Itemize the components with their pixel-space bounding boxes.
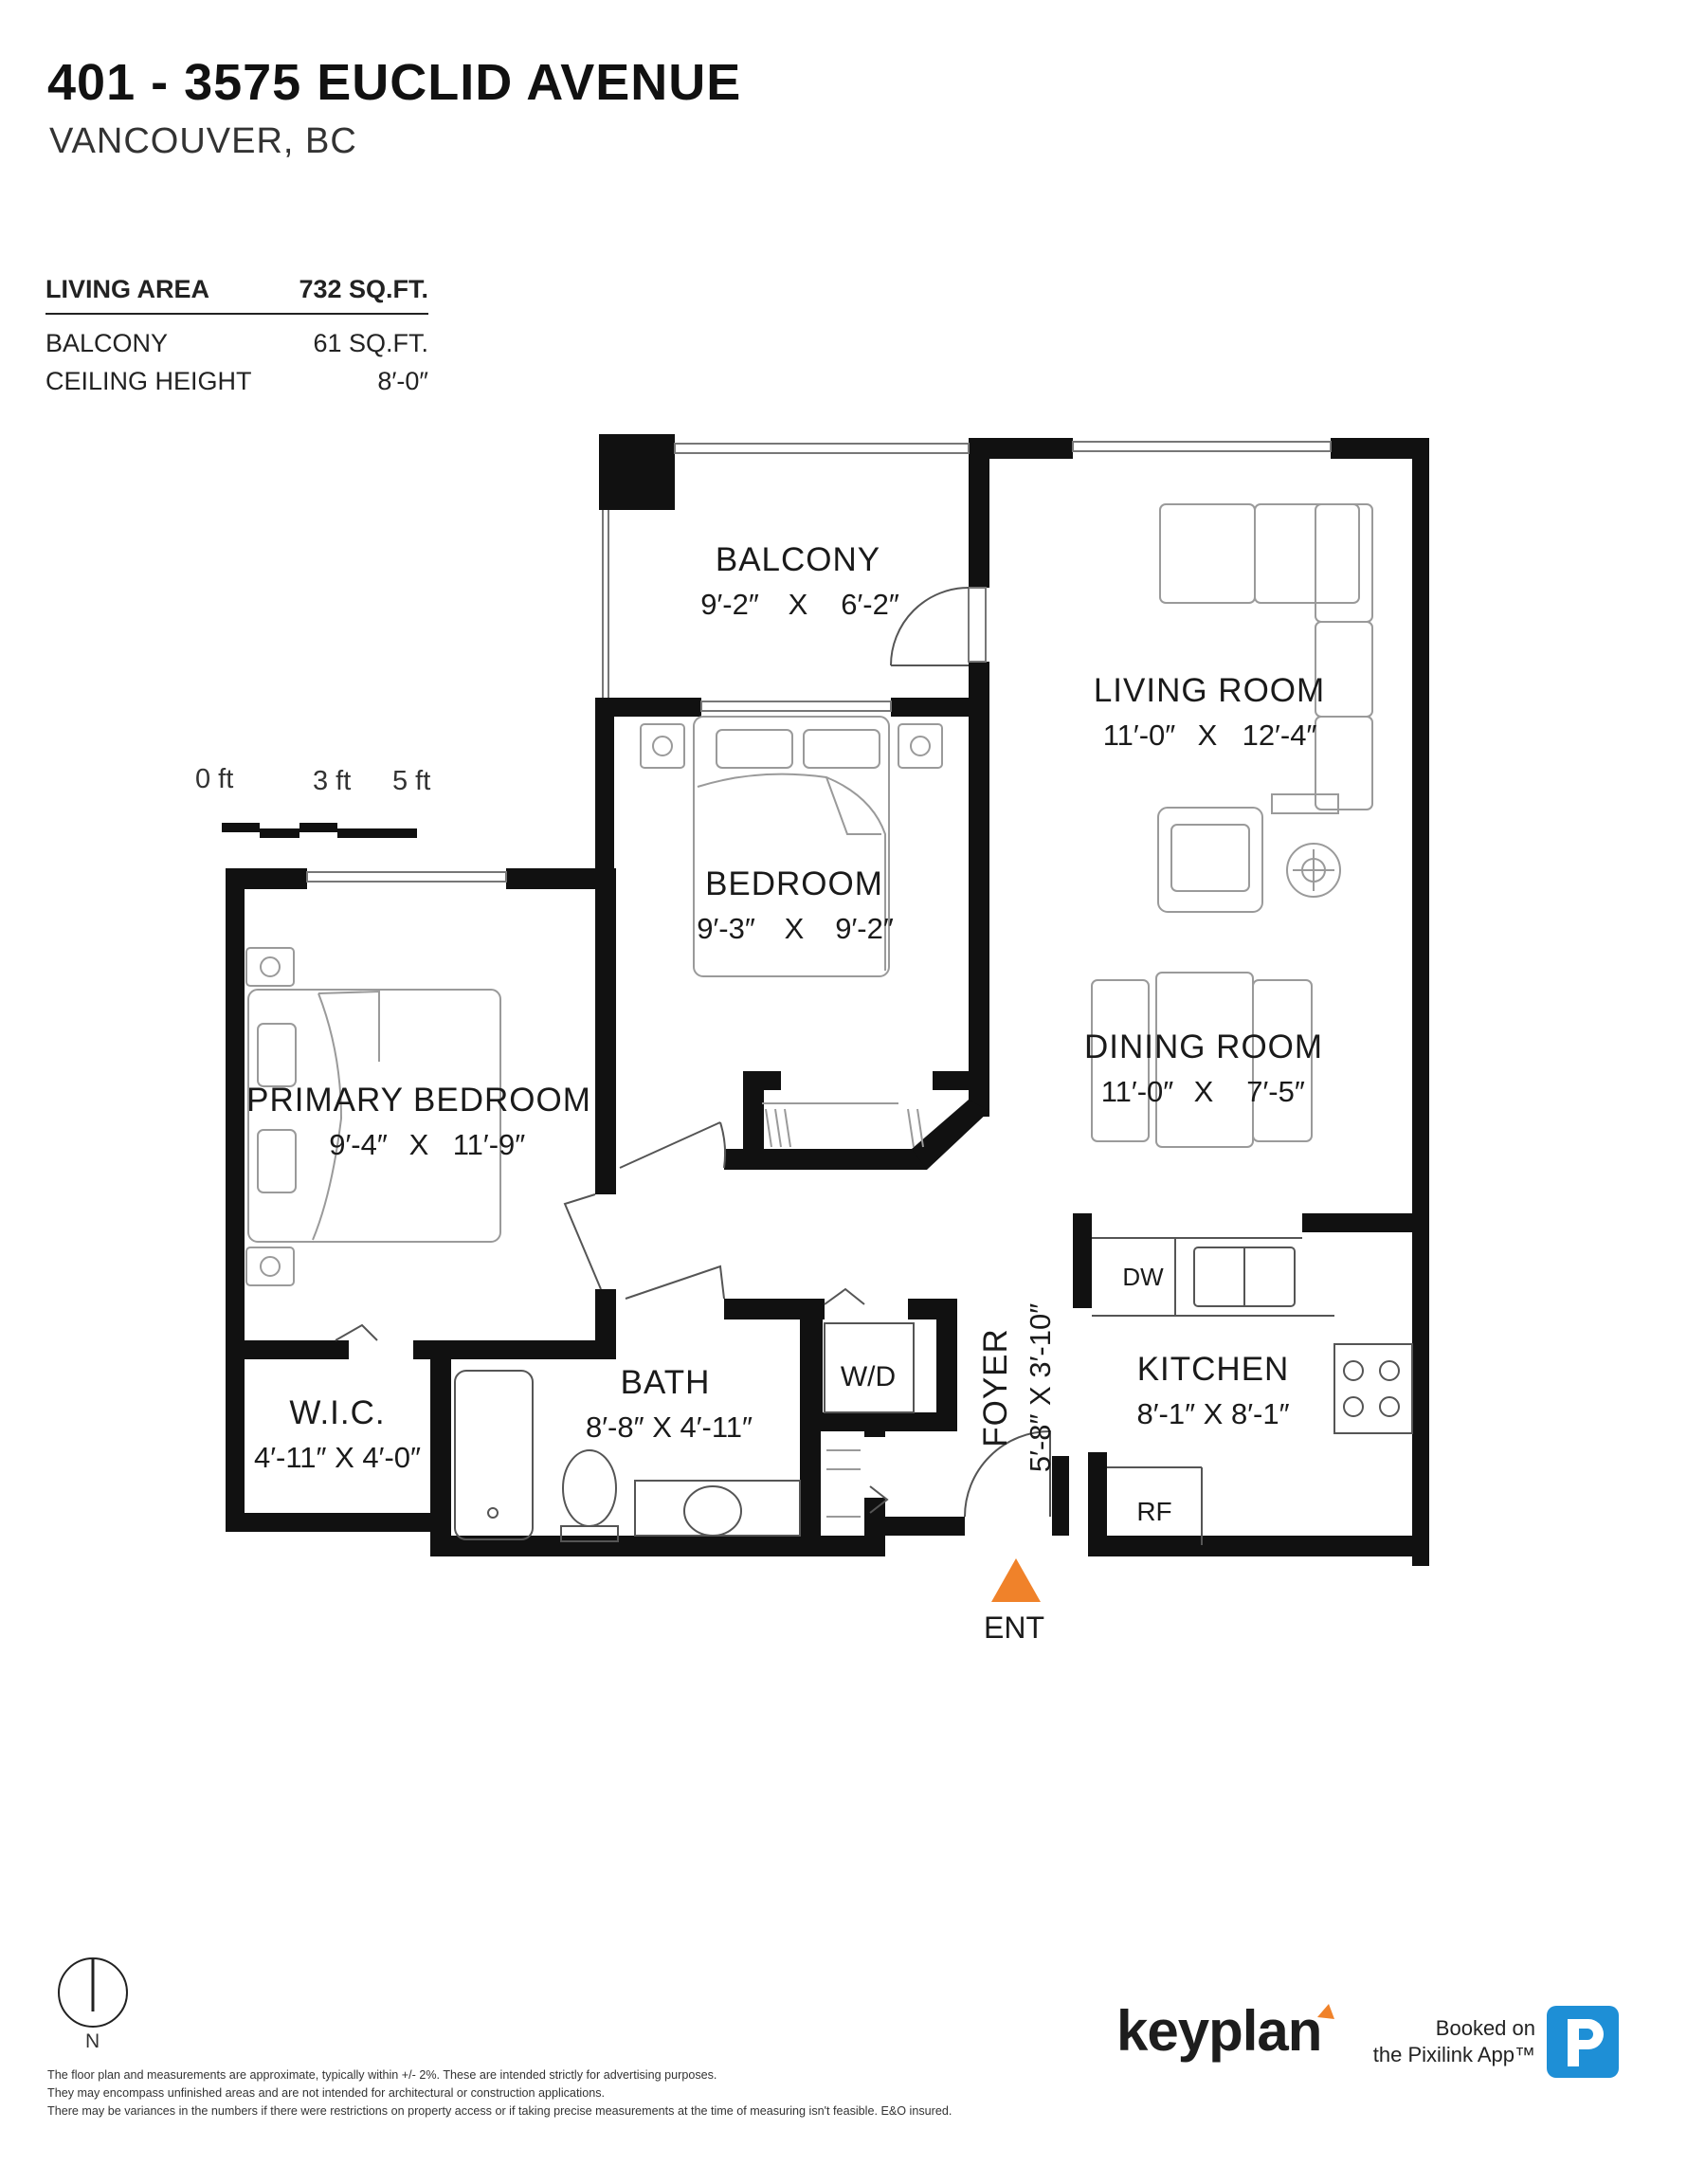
area-row-ceiling: CEILING HEIGHT 8′-0″ [45, 362, 428, 400]
dishwasher-label: DW [1122, 1263, 1164, 1291]
bath-dims: 8′-8″ X 4′-11″ [586, 1410, 753, 1444]
booked-line-2: the Pixilink App™ [1372, 2043, 1535, 2066]
bed-icon [640, 716, 943, 977]
disclaimer-line: They may encompass unfinished areas and … [47, 2086, 606, 2100]
listing-address: 401 - 3575 EUCLID AVENUE [47, 54, 742, 111]
coat-closet-icon [826, 1449, 861, 1518]
disclaimer: The floor plan and measurements are appr… [47, 2066, 1137, 2120]
living-room-width: 11′-0″ [1103, 719, 1176, 752]
doors [335, 587, 1051, 1518]
pixilink-app-icon[interactable] [1547, 2006, 1619, 2078]
wic-dims: 4′-11″ X 4′-0″ [254, 1441, 421, 1474]
ceiling-height-label: CEILING HEIGHT [45, 367, 252, 395]
closet-hangers-icon [762, 1102, 924, 1148]
armchair-icon [1157, 807, 1263, 913]
primary-bed-icon [245, 947, 501, 1286]
windows [306, 441, 1332, 883]
pixilink-booked-text: Booked on the Pixilink App™ [1346, 2015, 1535, 2068]
balcony-area-value: 61 SQ.FT. [313, 329, 428, 357]
kitchen-dims: 8′-1″ X 8′-1″ [1136, 1397, 1289, 1430]
washer-dryer-label: W/D [841, 1361, 896, 1392]
foyer-name: FOYER [977, 1328, 1014, 1447]
disclaimer-line: There may be variances in the numbers if… [47, 2104, 952, 2118]
scale-label-0: 0 ft [195, 764, 234, 794]
area-summary-table: LIVING AREA 732 SQ.FT. BALCONY 61 SQ.FT.… [45, 267, 428, 400]
wic-name: W.I.C. [289, 1394, 385, 1431]
dining-room-height: 7′-5″ [1246, 1075, 1305, 1108]
entrance-label: ENT [984, 1611, 1044, 1645]
primary-bedroom-name: PRIMARY BEDROOM [246, 1082, 591, 1119]
kitchen-name: KITCHEN [1137, 1351, 1290, 1388]
balcony-height: 6′-2″ [841, 588, 899, 621]
dining-room-x: X [1194, 1075, 1214, 1108]
balcony-width: 9′-2″ [700, 588, 759, 621]
entrance-marker-icon [991, 1558, 1041, 1602]
walls [226, 434, 1429, 1566]
balcony-name: BALCONY [716, 541, 880, 578]
fridge-label: RF [1136, 1497, 1171, 1526]
dining-table-icon [1091, 972, 1313, 1148]
dining-room-name: DINING ROOM [1084, 1028, 1323, 1065]
dining-room-width: 11′-0″ [1101, 1075, 1174, 1108]
area-row-balcony: BALCONY 61 SQ.FT. [45, 324, 428, 362]
keyplan-accent-icon [1317, 2004, 1334, 2019]
disclaimer-line: The floor plan and measurements are appr… [47, 2068, 717, 2082]
primary-bedroom-height: 11′-9″ [453, 1128, 526, 1161]
balcony-x: X [789, 588, 808, 621]
lamp-icon [1286, 843, 1341, 898]
washer-dryer-icon [824, 1322, 915, 1413]
north-arrow-icon [58, 1957, 128, 2028]
kitchen-counter-icon [1092, 1237, 1413, 1545]
bathtub-icon [454, 1370, 534, 1540]
primary-bedroom-x: X [409, 1128, 429, 1161]
listing-city: VANCOUVER, BC [49, 121, 357, 161]
ceiling-height-value: 8′-0″ [377, 367, 428, 395]
keyplan-logo: keyplan [1116, 1999, 1322, 2063]
stove-burners-icon [1343, 1360, 1400, 1417]
living-room-x: X [1198, 719, 1218, 752]
bedroom-name: BEDROOM [705, 865, 883, 902]
scale-bar-icon [222, 823, 417, 838]
bedroom-height: 9′-2″ [835, 912, 894, 945]
booked-line-1: Booked on [1435, 2016, 1535, 2040]
primary-bedroom-width: 9′-4″ [329, 1128, 388, 1161]
living-area-value: 732 SQ.FT. [299, 275, 428, 303]
living-room-name: LIVING ROOM [1094, 672, 1325, 709]
pixilink-p-icon [1568, 2019, 1604, 2066]
bedroom-width: 9′-3″ [697, 912, 755, 945]
living-area-label: LIVING AREA [45, 275, 210, 303]
balcony-area-label: BALCONY [45, 329, 169, 357]
north-label: N [85, 2030, 100, 2052]
bath-name: BATH [621, 1364, 711, 1401]
bedroom-x: X [785, 912, 805, 945]
area-row-living: LIVING AREA 732 SQ.FT. [45, 267, 428, 315]
sink-icon [634, 1480, 801, 1537]
toilet-icon [560, 1449, 619, 1542]
scale-label-3: 3 ft [313, 766, 352, 796]
living-room-height: 12′-4″ [1243, 719, 1317, 752]
scale-label-5: 5 ft [392, 766, 431, 796]
sofa-icon [1159, 503, 1373, 814]
foyer-dims: 5′-8″ X 3′-10″ [1024, 1303, 1057, 1472]
